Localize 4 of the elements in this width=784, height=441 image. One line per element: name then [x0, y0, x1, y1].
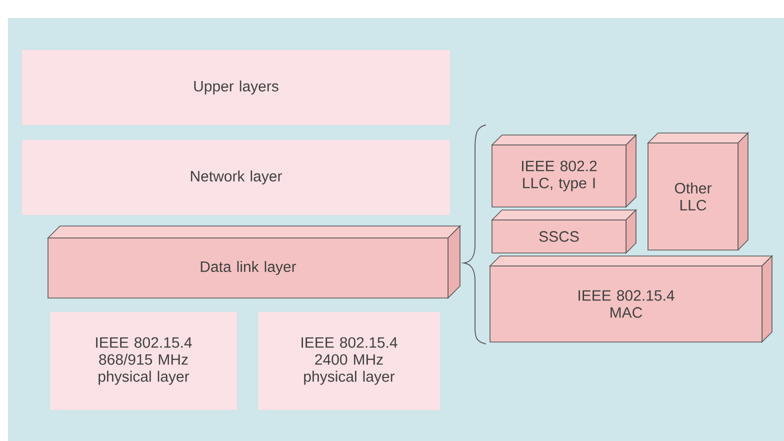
- layer-box: IEEE 802.15.4 2400 MHz physical layer: [258, 312, 440, 410]
- layer-box: Network layer: [22, 140, 450, 215]
- layer-box: Upper layers: [22, 50, 450, 125]
- layer-box: IEEE 802.15.4 868/915 MHz physical layer: [50, 312, 237, 410]
